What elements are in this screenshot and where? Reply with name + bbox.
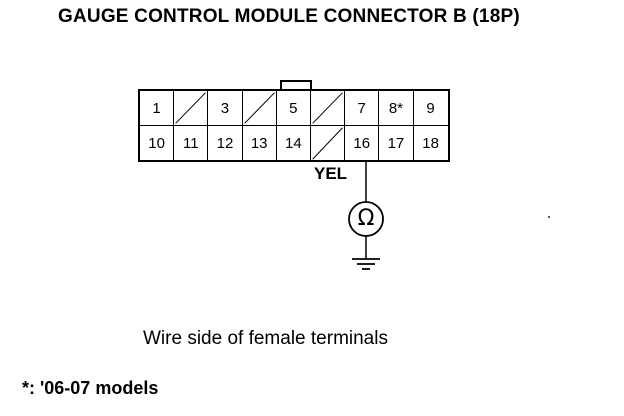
- terminal: 17: [379, 126, 414, 161]
- caption: Wire side of female terminals: [143, 328, 388, 349]
- unused-slash-icon: [312, 92, 343, 124]
- terminal: 14: [277, 126, 311, 161]
- terminal: 10: [140, 126, 175, 161]
- terminal: 8*: [379, 91, 414, 126]
- terminal: 18: [422, 135, 439, 152]
- terminal: 16: [345, 126, 380, 161]
- terminal-unused: [242, 91, 277, 126]
- terminal-unused: [310, 91, 346, 126]
- connector-lock-tab: [280, 80, 312, 90]
- unused-slash-icon: [175, 92, 207, 124]
- terminal: 12: [208, 126, 243, 161]
- unused-slash-icon: [312, 127, 343, 160]
- speck: [548, 216, 550, 218]
- terminal: 9: [413, 91, 448, 126]
- ohm-symbol-icon: Ω: [357, 206, 375, 231]
- terminal: 13: [243, 126, 277, 161]
- terminal: 11: [174, 126, 209, 161]
- terminal-unused: [311, 126, 346, 161]
- wire-color-label: YEL: [314, 164, 348, 183]
- terminal-unused: [174, 91, 209, 126]
- footnote: *: '06-07 models: [22, 378, 159, 398]
- diagram-title: GAUGE CONTROL MODULE CONNECTOR B (18P): [58, 6, 520, 27]
- terminal: 3: [208, 91, 243, 126]
- terminal: 7: [345, 91, 380, 126]
- terminal: 5: [276, 91, 311, 126]
- terminal: 1: [140, 91, 175, 126]
- unused-slash-icon: [243, 92, 275, 124]
